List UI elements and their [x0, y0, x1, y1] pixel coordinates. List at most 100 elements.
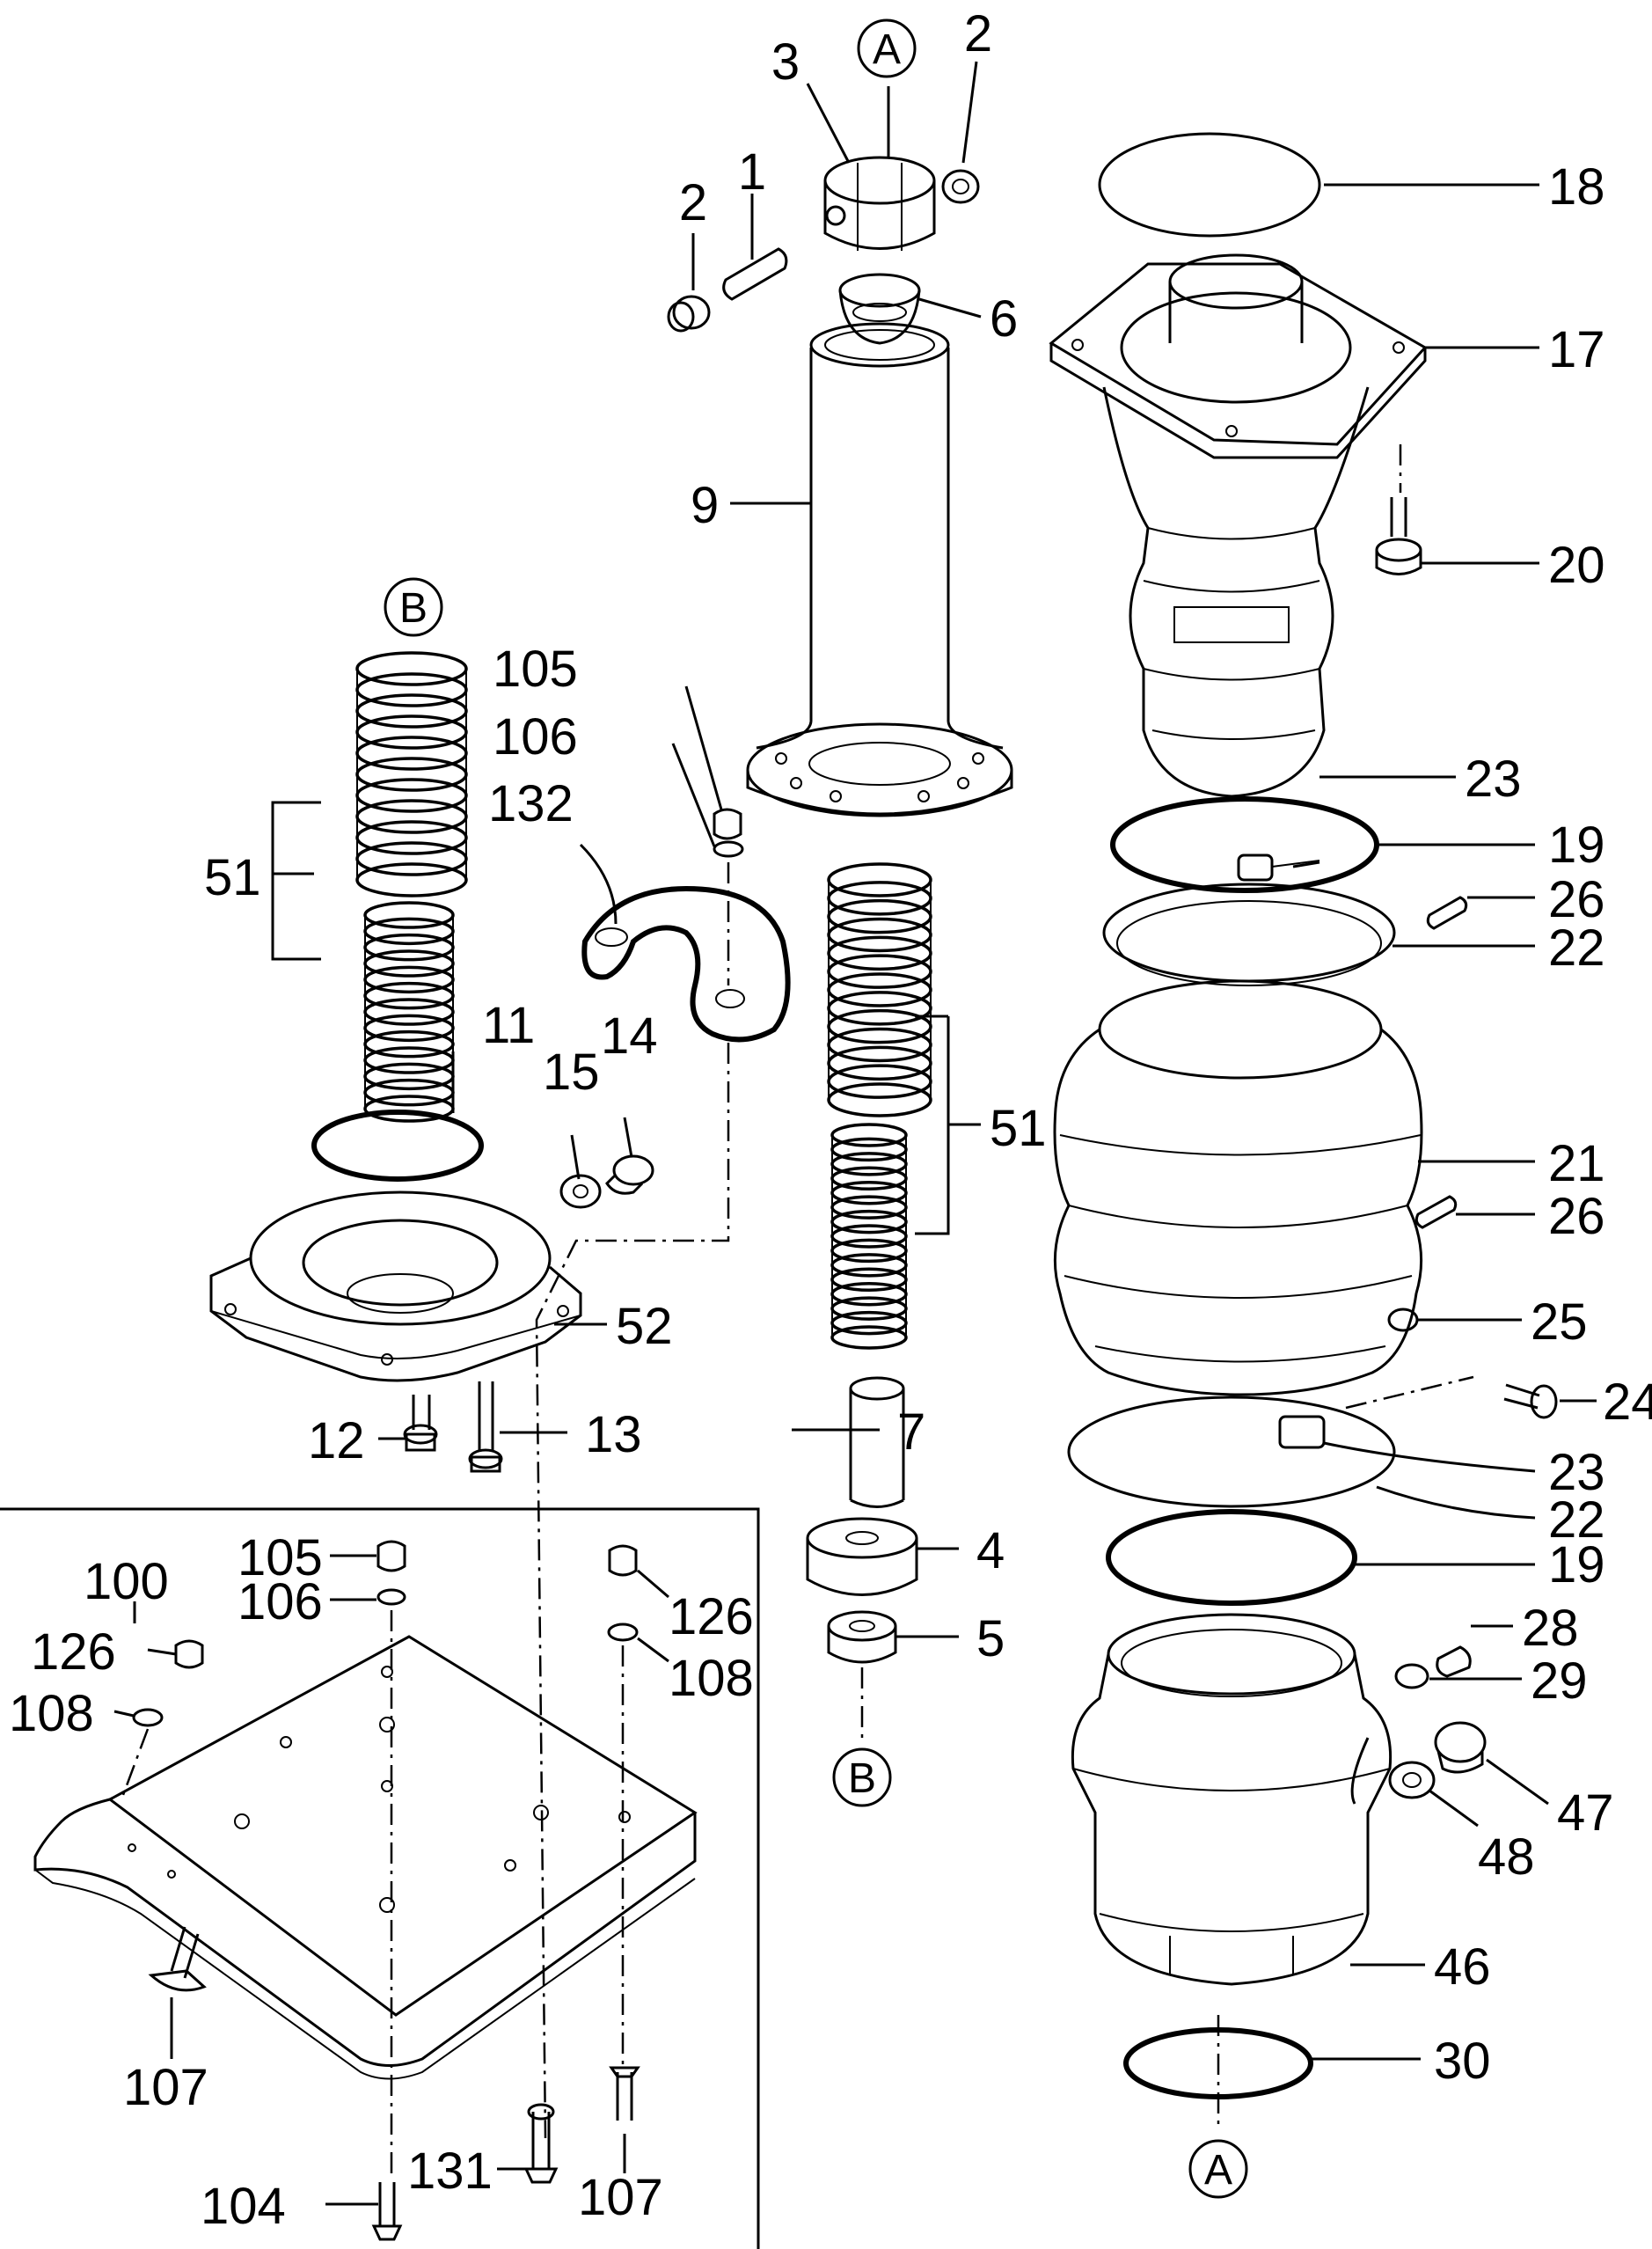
callout-4: 4 — [976, 1522, 1005, 1579]
upper-boot-body — [1102, 386, 1370, 798]
callout-26: 26 — [1548, 1188, 1605, 1245]
inner-spring-center — [830, 1123, 908, 1350]
part-2-bushing-left — [667, 295, 711, 333]
part-2-bushing-right — [941, 169, 980, 204]
part-107-screw-right — [609, 2066, 640, 2121]
part-22-band-lower — [1067, 1396, 1396, 1508]
part-17-top-flange — [1049, 253, 1428, 459]
callout-5: 5 — [976, 1610, 1005, 1667]
callout-19: 19 — [1548, 817, 1605, 874]
callout-12: 12 — [308, 1412, 365, 1469]
callout-46: 46 — [1434, 1938, 1491, 1996]
callout-11: 11 — [482, 997, 535, 1054]
callout-2: 2 — [679, 174, 707, 231]
part-28-plug — [1436, 1645, 1472, 1678]
callout-13: 13 — [585, 1406, 642, 1463]
callout-48: 48 — [1478, 1828, 1535, 1886]
leader-lines — [113, 61, 1597, 2206]
part-126-nut-right — [608, 1544, 638, 1577]
svg-text:B: B — [848, 1755, 876, 1802]
part-18-gasket — [1098, 132, 1321, 238]
part-13-bolt — [468, 1381, 503, 1473]
part-108-washer-left — [132, 1708, 164, 1727]
spring-coil — [827, 935, 932, 971]
spring-coil — [827, 991, 932, 1026]
callout-23: 23 — [1465, 751, 1522, 808]
spring-coil — [827, 917, 932, 953]
spring-coil — [827, 954, 932, 989]
callout-106: 106 — [493, 708, 578, 766]
callout-47: 47 — [1557, 1784, 1614, 1842]
callout-106: 106 — [238, 1573, 323, 1630]
callout-15: 15 — [543, 1044, 600, 1101]
part-7-pin — [849, 1376, 905, 1508]
part-29-washer — [1394, 1663, 1429, 1689]
callout-107: 107 — [578, 2169, 663, 2226]
callout-108: 108 — [9, 1685, 94, 1742]
part-52-base-flange — [209, 1190, 582, 1382]
callout-22: 22 — [1548, 1491, 1605, 1549]
callout-22: 22 — [1548, 919, 1605, 977]
right-bellows-assembly — [1049, 132, 1558, 2129]
part-4-damper — [806, 1517, 918, 1596]
part-12-bolt — [403, 1395, 438, 1452]
part-23-clamp-lower — [1278, 1415, 1326, 1449]
callout-23: 23 — [1548, 1444, 1605, 1501]
reference-marker-a-bottom: A — [1188, 2139, 1248, 2199]
part-51-springs-center — [827, 862, 932, 1350]
spring-coil — [827, 898, 932, 934]
base-plate-inset — [0, 1507, 760, 2249]
callout-19: 19 — [1548, 1536, 1605, 1593]
part-108-washer-right — [607, 1623, 639, 1642]
part-106-washer-upper — [713, 840, 744, 858]
part-23-clamp-upper — [1237, 853, 1320, 882]
callout-2: 2 — [964, 5, 992, 62]
callout-105: 105 — [238, 1529, 323, 1586]
callout-20: 20 — [1548, 537, 1605, 594]
part-19-clamp-ring-lower — [1106, 1509, 1357, 1606]
callout-51: 51 — [204, 849, 261, 906]
callout-9: 9 — [691, 477, 719, 534]
lower-housing — [1071, 1613, 1393, 1986]
part-22-band-upper — [1102, 883, 1396, 986]
callout-6: 6 — [990, 290, 1018, 348]
hose-link-line — [535, 1043, 730, 2139]
callout-126: 126 — [31, 1623, 116, 1681]
part-14-plug — [605, 1154, 654, 1195]
spring-coil — [827, 1064, 932, 1099]
callout-105: 105 — [493, 641, 578, 698]
svg-text:A: A — [873, 26, 901, 73]
callout-21: 21 — [1548, 1135, 1605, 1192]
callout-labels: 1 2 2 3 4 5 6 7 9 11 12 13 14 15 17 18 1… — [9, 5, 1652, 2235]
part-6-ball-joint — [838, 273, 921, 345]
part-26-pin-upper — [1426, 896, 1468, 930]
spring-coil — [827, 1082, 932, 1117]
part-126-nut-left — [174, 1639, 204, 1669]
callout-1: 1 — [738, 143, 766, 201]
callout-3: 3 — [771, 33, 800, 91]
base-plate — [33, 1635, 698, 2080]
callout-107: 107 — [123, 2059, 208, 2116]
spring-coil — [827, 862, 932, 897]
callout-24: 24 — [1603, 1374, 1652, 1431]
reference-marker-b-middle: B — [832, 1747, 892, 1807]
part-106-washer-lower — [376, 1588, 406, 1606]
callout-100: 100 — [84, 1553, 169, 1610]
callout-18: 18 — [1548, 158, 1605, 216]
spring-coil — [827, 1045, 932, 1081]
svg-text:A: A — [1204, 2147, 1232, 2194]
callout-52: 52 — [616, 1298, 673, 1355]
reference-marker-a-top: A — [857, 18, 917, 78]
part-131-bolt — [523, 2103, 559, 2184]
callout-29: 29 — [1531, 1652, 1588, 1710]
inner-spring-left — [363, 901, 455, 1123]
spring-coil — [830, 1325, 908, 1350]
part-19-clamp-ring-upper — [1110, 796, 1379, 893]
outer-spring-center — [827, 862, 932, 1117]
part-104-screw — [371, 2182, 403, 2241]
part-3-connector — [823, 156, 936, 251]
callout-126: 126 — [669, 1588, 754, 1645]
callout-131: 131 — [407, 2143, 493, 2200]
part-24-bolt — [1503, 1383, 1558, 1419]
